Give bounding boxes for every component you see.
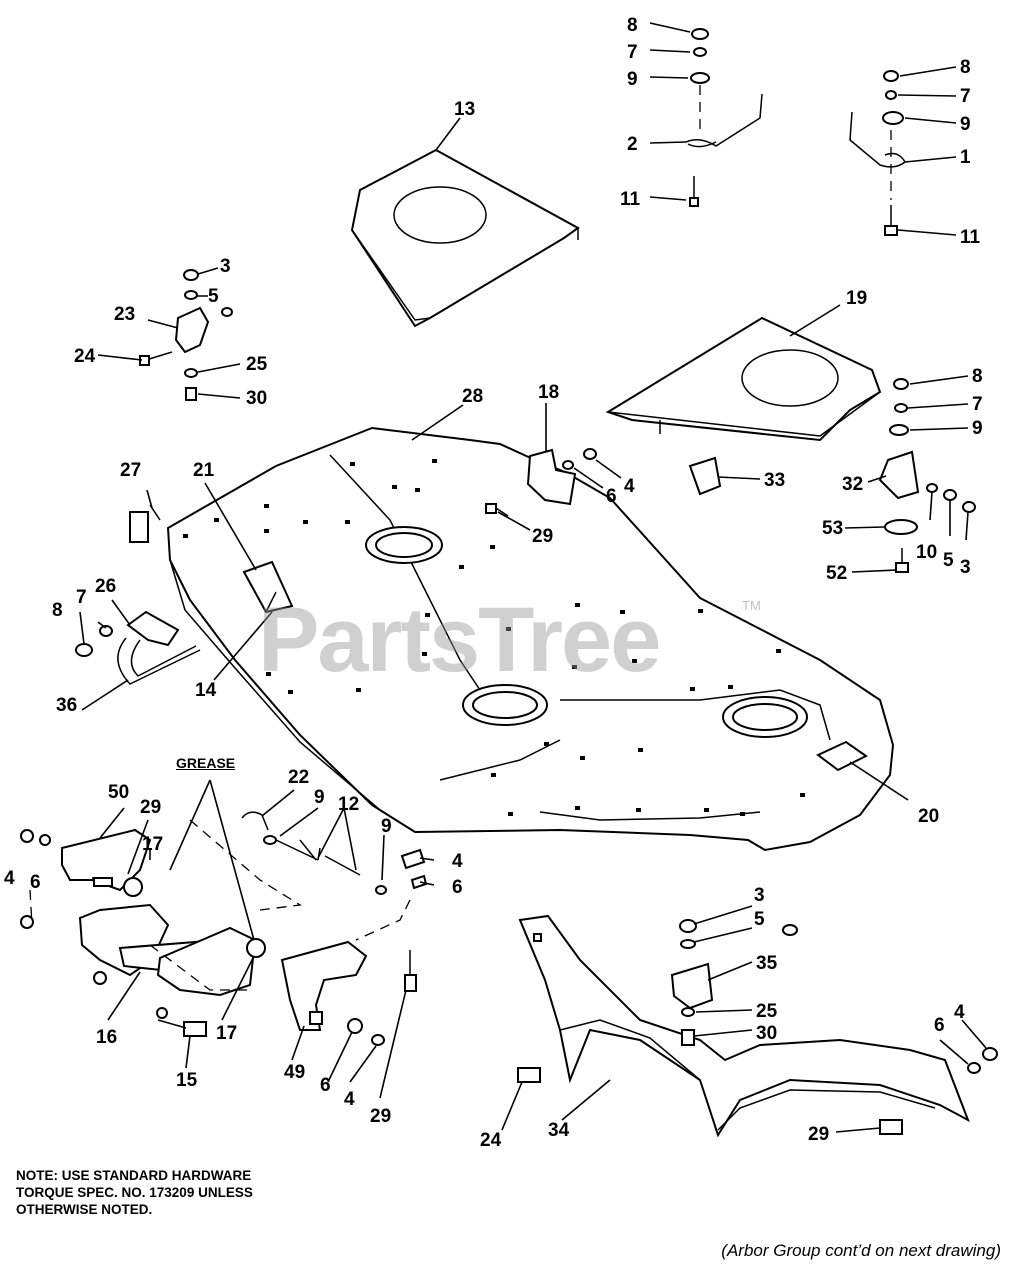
- callout-11: 11: [620, 189, 641, 210]
- callout-24: 24: [480, 1130, 502, 1151]
- callout-25: 25: [246, 354, 268, 375]
- callout-17: 17: [142, 834, 163, 855]
- callout-16: 16: [96, 1027, 117, 1048]
- callout-7: 7: [627, 42, 638, 63]
- callout-6: 6: [320, 1075, 331, 1096]
- callout-34: 34: [548, 1120, 570, 1141]
- leader-lines: [79, 22, 987, 1133]
- baffle-34-assembly: [517, 914, 998, 1138]
- callout-9: 9: [627, 69, 638, 90]
- callout-24: 24: [74, 346, 96, 367]
- callout-19: 19: [846, 288, 867, 309]
- callout-2: 2: [627, 134, 638, 155]
- callout-23: 23: [114, 304, 135, 325]
- callout-30: 30: [756, 1023, 777, 1044]
- callout-9: 9: [972, 418, 983, 439]
- callout-14: 14: [195, 680, 217, 701]
- bracket-23-assembly: [139, 269, 233, 401]
- callout-27: 27: [120, 460, 141, 481]
- callout-52: 52: [826, 563, 847, 584]
- callout-5: 5: [754, 909, 765, 930]
- callout-6: 6: [452, 877, 463, 898]
- callout-21: 21: [193, 460, 215, 481]
- continuation-note: (Arbor Group cont’d on next drawing): [721, 1241, 1001, 1260]
- callout-49: 49: [284, 1062, 305, 1083]
- partstree-watermark: PartsTree: [258, 589, 661, 691]
- callout-11: 11: [960, 227, 981, 248]
- bracket-32-assembly: [878, 378, 976, 573]
- callout-1: 1: [960, 147, 971, 168]
- callout-numbers: 8 7 9 2 11 8 7 9 1 11 13 19 3 5 23 24 25…: [4, 15, 983, 1151]
- callout-15: 15: [176, 1070, 198, 1091]
- callout-22: 22: [288, 767, 309, 788]
- callout-5: 5: [943, 550, 954, 571]
- callout-6: 6: [30, 872, 41, 893]
- callout-53: 53: [822, 518, 843, 539]
- hardware-note: NOTE: USE STANDARD HARDWARE TORQUE SPEC.…: [16, 1167, 253, 1218]
- lift-linkage-assembly: [20, 811, 428, 1046]
- callout-7: 7: [972, 394, 983, 415]
- callout-9: 9: [381, 816, 392, 837]
- callout-30: 30: [246, 388, 267, 409]
- mower-deck-housing: [166, 426, 895, 852]
- callout-9: 9: [960, 114, 971, 135]
- callout-6: 6: [606, 486, 617, 507]
- callout-35: 35: [756, 953, 778, 974]
- callout-12: 12: [338, 794, 359, 815]
- note-line: OTHERWISE NOTED.: [16, 1202, 153, 1217]
- callout-25: 25: [756, 1001, 778, 1022]
- callout-3: 3: [754, 885, 765, 906]
- callout-29: 29: [140, 797, 161, 818]
- callout-29: 29: [370, 1106, 391, 1127]
- callout-3: 3: [960, 557, 971, 578]
- callout-8: 8: [972, 366, 983, 387]
- callout-36: 36: [56, 695, 77, 716]
- callout-3: 3: [220, 256, 231, 277]
- callout-10: 10: [916, 542, 937, 563]
- callout-7: 7: [960, 86, 971, 107]
- callout-50: 50: [108, 782, 129, 803]
- callout-4: 4: [624, 476, 635, 497]
- callout-9: 9: [314, 787, 325, 808]
- callout-4: 4: [954, 1002, 965, 1023]
- callout-20: 20: [918, 806, 939, 827]
- callout-29: 29: [808, 1124, 829, 1145]
- callout-4: 4: [4, 868, 15, 889]
- trademark-mark: TM: [742, 598, 761, 613]
- callout-4: 4: [452, 851, 463, 872]
- spring-1-assembly: [849, 70, 906, 236]
- deck-shield-left: [350, 148, 580, 328]
- callout-29: 29: [532, 526, 553, 547]
- note-line: TORQUE SPEC. NO. 173209 UNLESS: [16, 1185, 253, 1200]
- callout-6: 6: [934, 1015, 945, 1036]
- callout-13: 13: [454, 99, 475, 120]
- callout-32: 32: [842, 474, 863, 495]
- note-line: NOTE: USE STANDARD HARDWARE: [16, 1168, 252, 1183]
- spring-2-assembly: [685, 28, 763, 207]
- callout-7: 7: [76, 587, 87, 608]
- callout-8: 8: [960, 57, 971, 78]
- callout-33: 33: [764, 470, 785, 491]
- callout-17: 17: [216, 1023, 237, 1044]
- bracket-18-assembly: [485, 448, 722, 517]
- callout-5: 5: [208, 286, 219, 307]
- grease-label: GREASE: [176, 755, 236, 771]
- callout-26: 26: [95, 576, 116, 597]
- callout-18: 18: [538, 382, 559, 403]
- deck-shield-right: [605, 316, 882, 442]
- callout-28: 28: [462, 386, 483, 407]
- callout-8: 8: [627, 15, 638, 36]
- callout-4: 4: [344, 1089, 355, 1110]
- callout-8: 8: [52, 600, 63, 621]
